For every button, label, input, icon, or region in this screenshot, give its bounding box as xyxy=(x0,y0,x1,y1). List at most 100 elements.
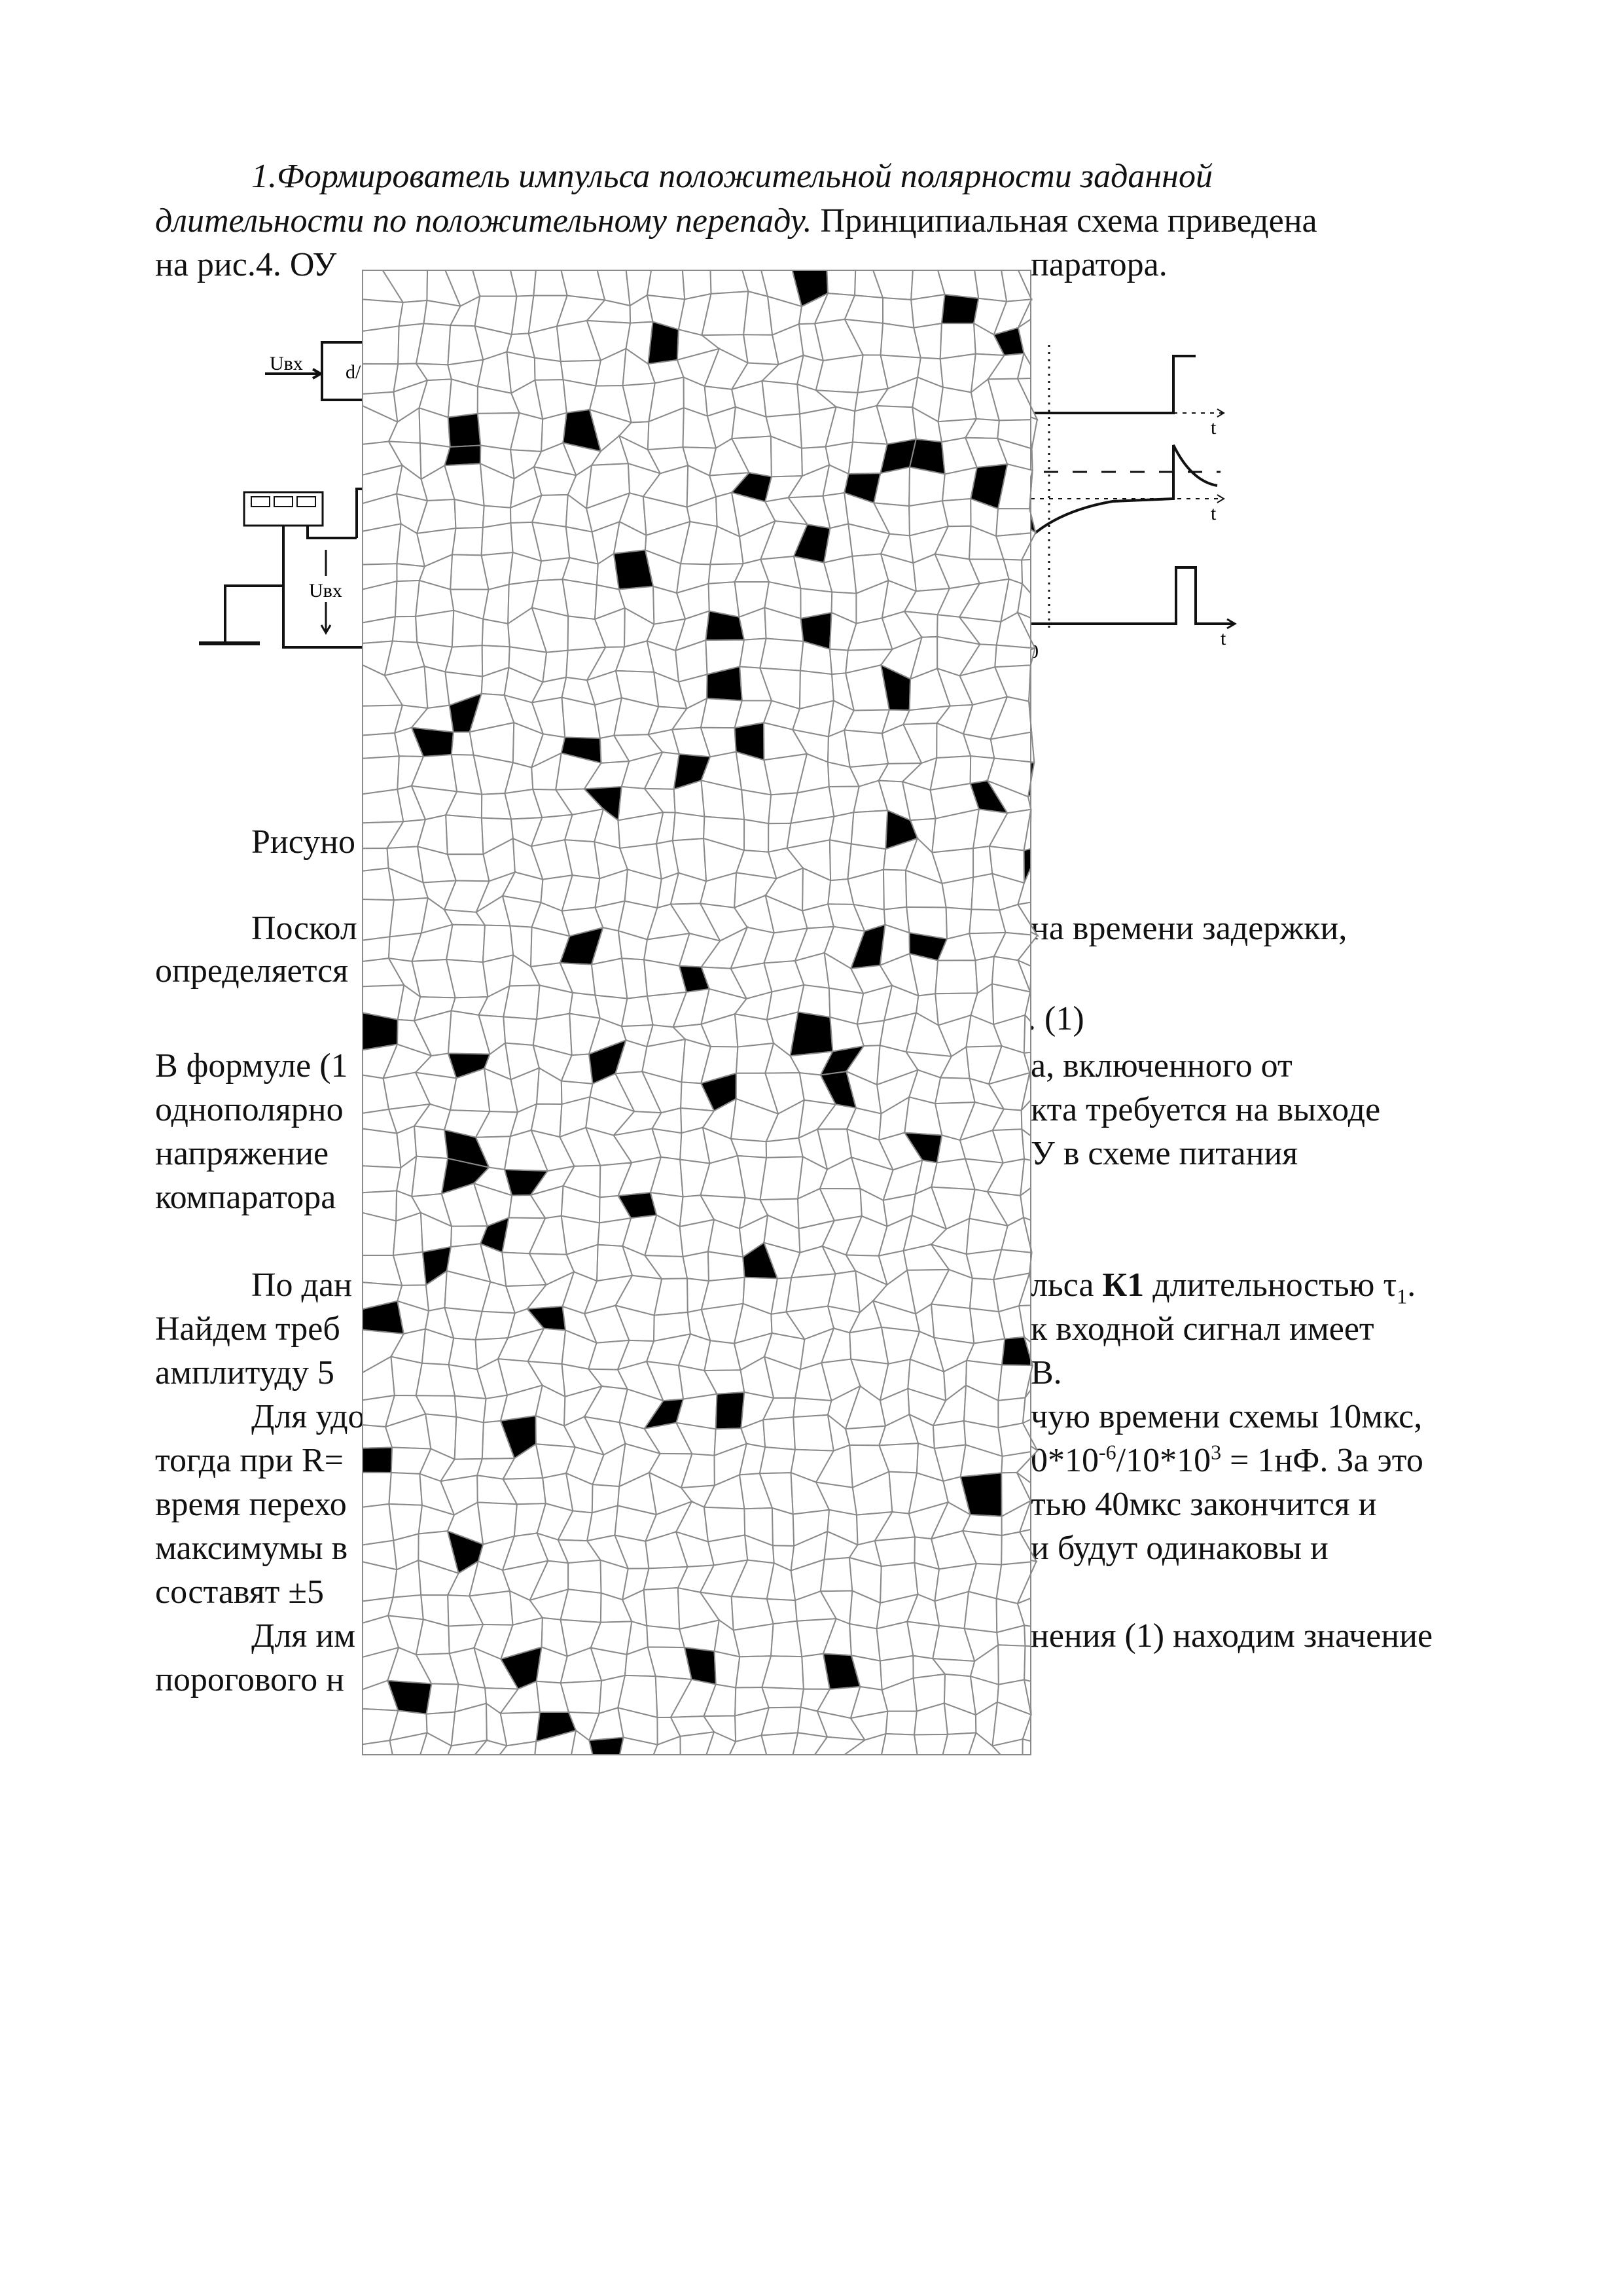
mosaic-cell xyxy=(362,1211,397,1257)
mosaic-cell xyxy=(908,466,946,507)
time-label-2: t xyxy=(1211,503,1217,524)
mosaic-cell xyxy=(362,1128,402,1169)
heading-line-1: 1.Формирователь импульса положительной п… xyxy=(251,158,1213,195)
mosaic-cell xyxy=(567,1559,602,1594)
mosaic-cell xyxy=(829,648,849,675)
text-fragment-right: нения (1) находим значение xyxy=(1031,1617,1433,1655)
mosaic-cell xyxy=(682,1251,710,1282)
mosaic-cell xyxy=(932,1420,967,1450)
mosaic-cell xyxy=(765,1137,804,1158)
mosaic-cell xyxy=(1022,1738,1031,1755)
mosaic-cell xyxy=(940,293,980,325)
mosaic-cell xyxy=(480,522,514,556)
generator-wire xyxy=(306,526,357,539)
mosaic-cell xyxy=(761,380,801,418)
mosaic-cell xyxy=(815,354,864,394)
time-label-3: t xyxy=(1221,628,1226,649)
mosaic-cell xyxy=(759,1156,804,1201)
mosaic-cell xyxy=(910,293,946,329)
mosaic-cell xyxy=(362,1165,402,1194)
mosaic-cell xyxy=(844,729,889,768)
text-run: длительностью τ xyxy=(1144,1266,1397,1304)
text-run: льса xyxy=(1031,1266,1103,1304)
mosaic-cell xyxy=(760,1732,799,1755)
mosaic-cell xyxy=(560,1588,602,1623)
text-fragment-right: В. xyxy=(1031,1354,1062,1391)
text-fragment-left: определяется xyxy=(155,952,349,990)
text-fragment-left: Найдем треб xyxy=(155,1310,340,1348)
mosaic-cell xyxy=(743,818,770,853)
mosaic-cell xyxy=(415,609,455,648)
mosaic-cell xyxy=(760,1706,802,1736)
mosaic-cell xyxy=(939,353,976,393)
text-fragment-left: тогда при R= xyxy=(155,1442,344,1479)
mosaic-cell xyxy=(362,847,389,872)
mosaic-cell xyxy=(643,1587,681,1630)
mosaic-cell xyxy=(503,1016,538,1047)
mosaic-cell xyxy=(741,789,772,825)
heading-line-2-normal: Принципиальная схема приведена xyxy=(812,202,1317,240)
text-run: /10*10 xyxy=(1116,1442,1211,1479)
mosaic-cell xyxy=(997,1644,1026,1685)
mosaic-cell xyxy=(413,1125,449,1160)
subscript: 1 xyxy=(1397,1284,1408,1308)
text-fragment-left: Поскол xyxy=(251,910,357,947)
text-fragment-left: компаратора xyxy=(155,1179,336,1216)
text-fragment-right: тью 40мкс закончится и xyxy=(1031,1486,1377,1523)
mosaic-cell xyxy=(789,1011,834,1057)
mosaic-cell xyxy=(941,876,974,910)
input-label-top: Uвх xyxy=(270,353,303,374)
mosaic-cell xyxy=(1030,725,1035,764)
bold-label-k1: К1 xyxy=(1102,1266,1145,1304)
mosaic-cell xyxy=(362,755,400,795)
mosaic-cell xyxy=(874,1536,916,1568)
text-fragment-right: У в схеме питания xyxy=(1031,1135,1298,1172)
text-fragment-right: и будут одинаковы и xyxy=(1031,1530,1329,1567)
text-run: . xyxy=(1407,1266,1416,1304)
mosaic-cell xyxy=(454,1416,484,1460)
mosaic-cell xyxy=(760,1687,805,1709)
mosaic-cell xyxy=(447,412,482,448)
mosaic-cell xyxy=(762,1416,796,1450)
text-fragment-right: 0*10-6/10*103 = 1нФ. За это xyxy=(1031,1441,1423,1480)
mosaic-cell xyxy=(362,898,395,941)
mosaic-cell xyxy=(533,357,564,381)
waveform-input xyxy=(1031,355,1196,414)
text-fragment-left: порогового н xyxy=(155,1661,344,1698)
mosaic-cell xyxy=(362,732,401,759)
mosaic-cell xyxy=(715,1391,745,1430)
text-fragment-right: к входной сигнал имеет xyxy=(1031,1310,1374,1348)
mosaic-cell xyxy=(590,958,628,999)
mosaic-cell xyxy=(362,325,400,365)
mosaic-cell xyxy=(362,936,391,963)
text-fragment-right: льса К1 длительностью τ1. xyxy=(1031,1266,1416,1308)
mosaic-cell xyxy=(647,321,679,365)
superscript: 3 xyxy=(1211,1440,1222,1464)
mosaic-cell xyxy=(444,444,482,467)
text-fragment-left: В формуле (1 xyxy=(155,1047,348,1085)
text-fragment-left: амплитуду 5 xyxy=(155,1354,334,1391)
text-fragment-left: составят ±5 xyxy=(155,1573,324,1611)
text-run: = 1нФ. За это xyxy=(1221,1442,1423,1479)
mosaic-cell xyxy=(445,814,484,855)
mosaic-cell xyxy=(1024,1645,1031,1683)
text-fragment-left: время перехо xyxy=(155,1486,347,1523)
mosaic-cell xyxy=(391,615,418,643)
text-fragment-right: на времени задержки, xyxy=(1031,910,1347,947)
mosaic-cell xyxy=(882,296,915,329)
text-run: 0*10 xyxy=(1031,1442,1099,1479)
mosaic-cell xyxy=(963,1590,998,1634)
mosaic-cell xyxy=(819,1556,853,1592)
mosaic-cell xyxy=(829,811,855,845)
mosaic-cell xyxy=(941,497,972,528)
heading-line-2: длительности по положительному перепаду.… xyxy=(155,202,1317,241)
mosaic-cell xyxy=(362,788,404,824)
mosaic-cell xyxy=(362,1503,395,1546)
mosaic-cell xyxy=(472,270,518,297)
text-fragment-left: Для им xyxy=(251,1617,356,1655)
text-fragment-left: напряжение xyxy=(155,1135,329,1172)
input-arrow xyxy=(312,368,323,380)
input-label-mid: Uвх xyxy=(309,580,342,601)
